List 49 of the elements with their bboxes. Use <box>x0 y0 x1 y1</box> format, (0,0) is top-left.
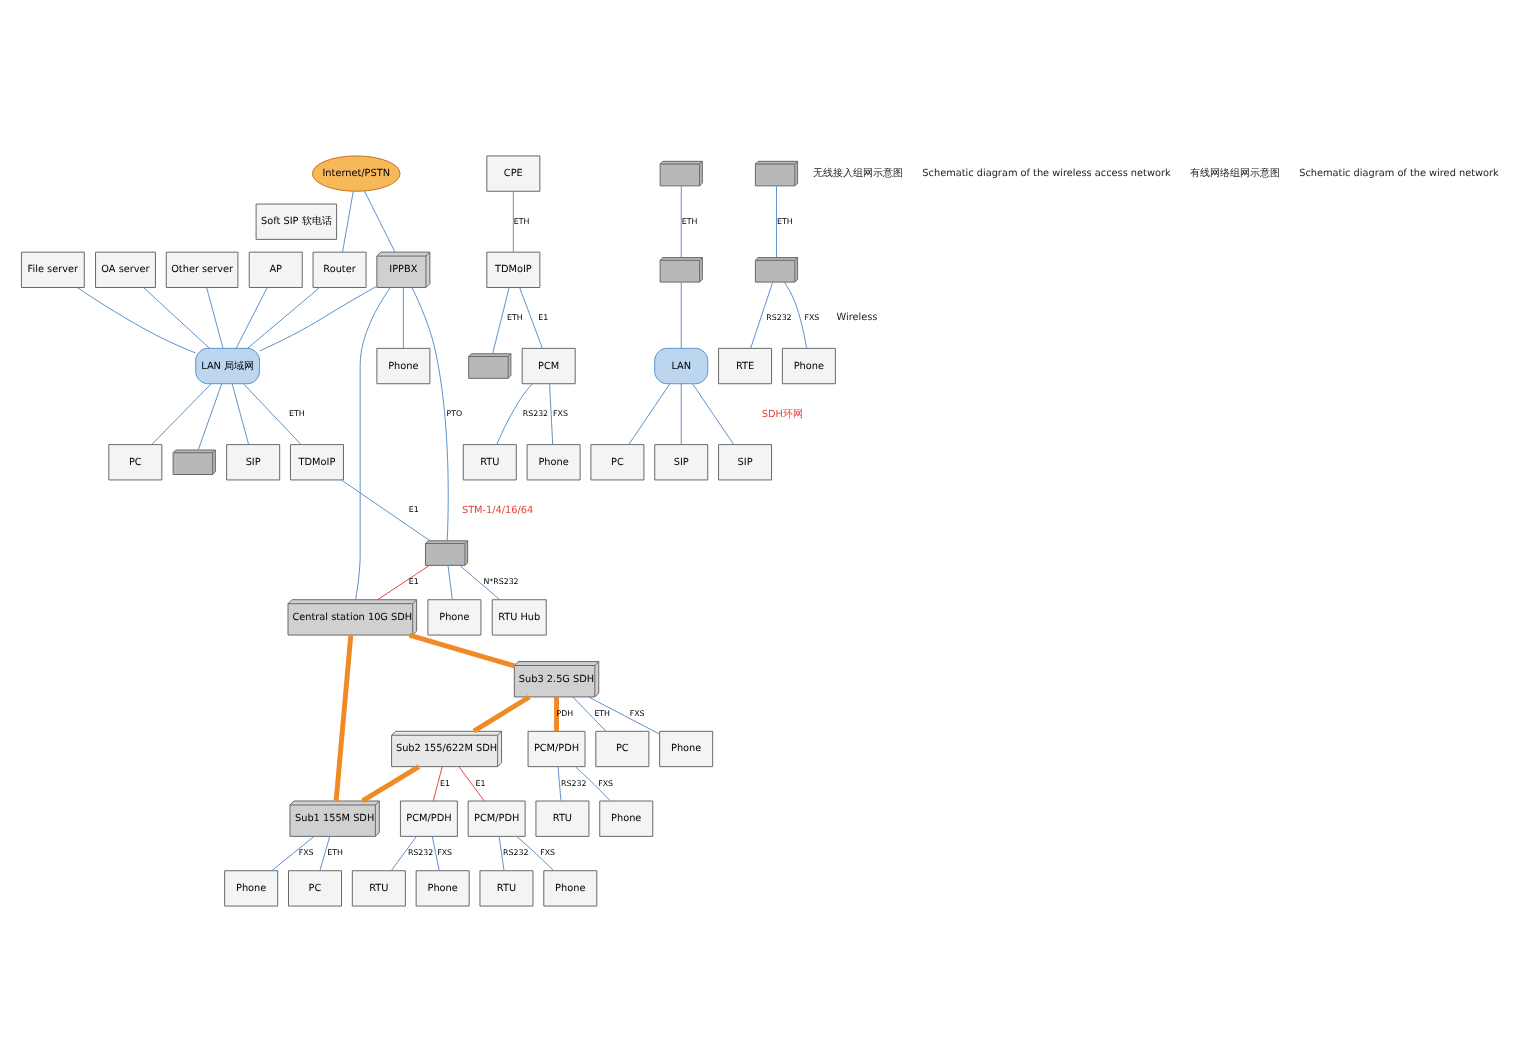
connector <box>447 565 453 601</box>
connector <box>783 281 808 349</box>
connector <box>206 287 224 349</box>
connector <box>143 287 210 349</box>
connector <box>628 383 671 446</box>
connector <box>472 694 531 734</box>
connector <box>243 383 302 446</box>
connector <box>197 383 223 451</box>
connector <box>363 190 396 253</box>
connector <box>432 766 443 802</box>
connector <box>680 281 682 349</box>
connector <box>259 285 378 352</box>
connector <box>377 565 430 601</box>
connector <box>516 836 554 871</box>
connector <box>390 835 417 871</box>
connector <box>549 383 554 446</box>
connector <box>271 835 315 872</box>
connector <box>496 383 533 445</box>
connector <box>575 766 611 802</box>
connector <box>512 190 514 253</box>
connector <box>492 287 510 355</box>
connector <box>246 287 321 349</box>
connector <box>333 635 354 801</box>
connector <box>76 287 196 354</box>
connector <box>680 185 682 258</box>
connector <box>231 383 250 446</box>
connector <box>340 479 431 542</box>
connector <box>776 185 777 258</box>
connector <box>588 696 660 735</box>
connector <box>572 696 607 732</box>
connector <box>319 835 331 871</box>
connector <box>361 764 421 803</box>
connector <box>355 287 391 601</box>
connector <box>342 190 354 253</box>
connector <box>151 383 212 446</box>
connector <box>680 383 682 446</box>
connector <box>402 287 404 349</box>
connector <box>692 383 735 446</box>
connector <box>557 766 562 802</box>
connector <box>519 287 543 349</box>
connector <box>411 287 449 541</box>
connector <box>458 766 485 802</box>
connector <box>431 835 440 871</box>
connector <box>554 697 559 731</box>
connector <box>408 632 515 669</box>
connector <box>498 835 505 871</box>
connector <box>459 565 501 601</box>
connector <box>235 287 268 349</box>
connector <box>750 281 774 349</box>
